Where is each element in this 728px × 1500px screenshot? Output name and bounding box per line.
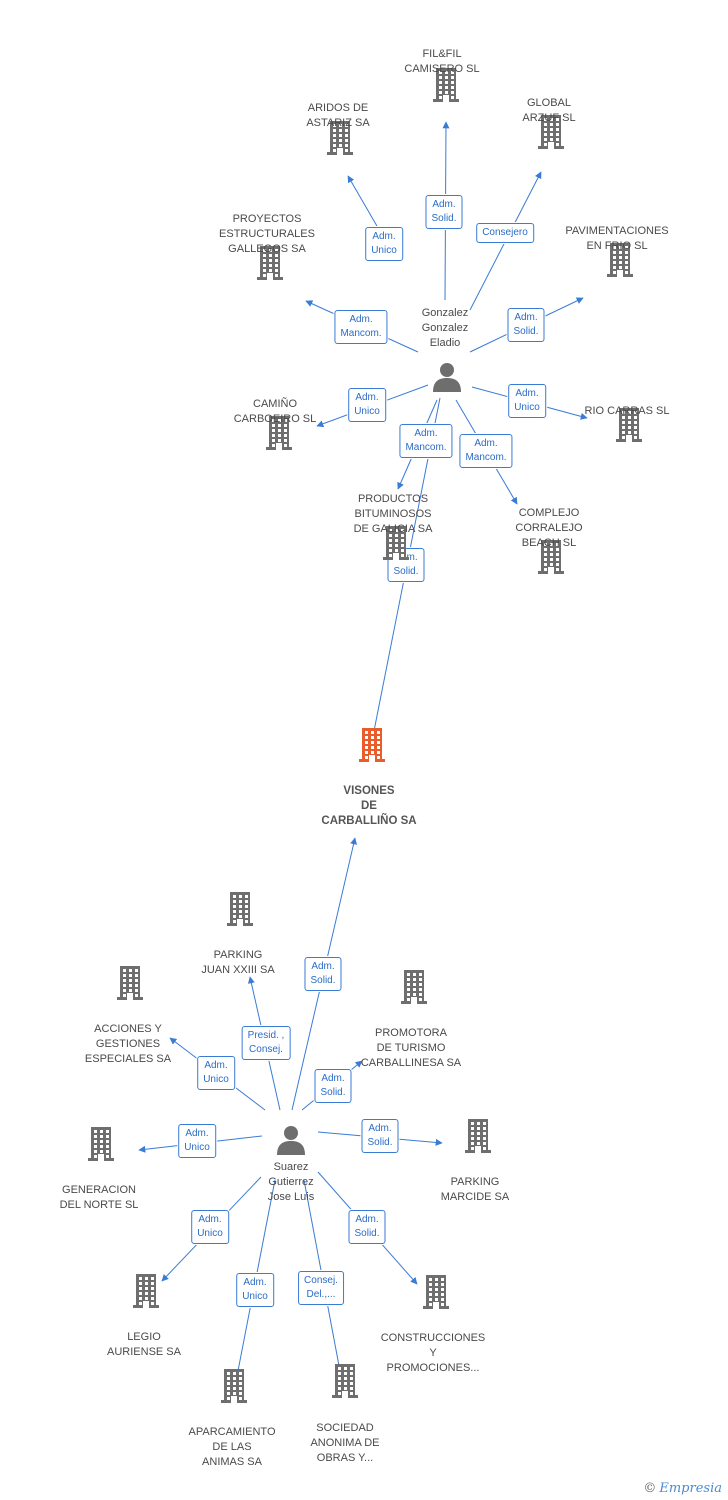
empresia-footer[interactable]: ©Empresia (643, 1481, 722, 1496)
role-label-p2-c17[interactable]: Adm. Unico (236, 1273, 274, 1307)
company-label[interactable]: GENERACION DEL NORTE SL (59, 1184, 139, 1211)
building-icon[interactable] (117, 966, 143, 1000)
empresia-logo: Empresia (659, 1481, 722, 1496)
role-label-p2-c16[interactable]: Adm. Solid. (348, 1210, 386, 1244)
role-label-p1-c2[interactable]: Adm. Unico (365, 227, 403, 261)
building-icon[interactable] (257, 246, 283, 280)
building-icon[interactable] (266, 416, 292, 450)
building-icon[interactable] (538, 540, 564, 574)
building-icon[interactable] (227, 892, 253, 926)
role-label-p1-c5[interactable]: Adm. Solid. (507, 308, 545, 342)
role-label-p2-c18[interactable]: Consej. Del.,... (298, 1271, 344, 1305)
role-label-p1-c8[interactable]: Adm. Mancom. (399, 424, 453, 458)
company-label[interactable]: CONSTRUCCIONES Y PROMOCIONES... (380, 1332, 486, 1374)
company-label[interactable]: CAMIÑO CARBOEIRO SL (233, 398, 317, 425)
building-icon[interactable] (433, 68, 459, 102)
role-label-p2-c13[interactable]: Adm. Unico (178, 1124, 216, 1158)
central-building-icon[interactable] (359, 728, 385, 762)
company-label[interactable]: PARKING MARCIDE SA (440, 1176, 510, 1203)
company-label[interactable]: PROYECTOS ESTRUCTURALES GALLEGOS SA (219, 213, 315, 255)
person-label[interactable]: Gonzalez Gonzalez Eladio (421, 307, 469, 349)
building-icon[interactable] (616, 408, 642, 442)
role-label-p2-c10[interactable]: Presid. , Consej. (241, 1026, 291, 1060)
company-label[interactable]: PRODUCTOS BITUMINOSOS DE GALICIA SA (353, 493, 433, 535)
person-icon[interactable] (276, 1125, 306, 1155)
building-icon[interactable] (332, 1364, 358, 1398)
role-label-p2-c14[interactable]: Adm. Solid. (361, 1119, 399, 1153)
role-label-p2-c12[interactable]: Adm. Solid. (314, 1069, 352, 1103)
building-icon[interactable] (327, 121, 353, 155)
role-label-p2-c15[interactable]: Adm. Unico (191, 1210, 229, 1244)
building-icon[interactable] (465, 1119, 491, 1153)
building-icon[interactable] (607, 243, 633, 277)
company-label[interactable]: PARKING JUAN XXIII SA (201, 949, 275, 976)
building-icon[interactable] (401, 970, 427, 1004)
person-icon[interactable] (432, 362, 462, 392)
company-label[interactable]: ACCIONES Y GESTIONES ESPECIALES SA (84, 1023, 172, 1065)
person-label[interactable]: Suarez Gutierrez Jose Luis (267, 1161, 315, 1203)
building-icon[interactable] (133, 1274, 159, 1308)
company-label[interactable]: LEGIO AURIENSE SA (107, 1331, 181, 1358)
company-label[interactable]: APARCAMIENTO DE LAS ANIMAS SA (188, 1426, 276, 1468)
company-label[interactable]: GLOBAL ARZUF SL (522, 97, 576, 124)
role-label-p2-visones[interactable]: Adm. Solid. (304, 957, 342, 991)
company-label[interactable]: COMPLEJO CORRALEJO BEACH SL (515, 507, 583, 549)
company-label[interactable]: PAVIMENTACIONES EN FRIO SL (565, 225, 669, 252)
copyright-icon: © (643, 1481, 657, 1496)
role-label-p1-c6[interactable]: Adm. Unico (348, 388, 386, 422)
building-icon[interactable] (221, 1369, 247, 1403)
company-label[interactable]: SOCIEDAD ANONIMA DE OBRAS Y... (310, 1422, 380, 1464)
building-icon[interactable] (538, 115, 564, 149)
company-label[interactable]: RIO CARRAS SL (584, 405, 670, 417)
role-label-p2-c11[interactable]: Adm. Unico (197, 1056, 235, 1090)
role-label-p1-c1[interactable]: Adm. Solid. (425, 195, 463, 229)
role-label-p1-c9[interactable]: Adm. Mancom. (459, 434, 513, 468)
company-label[interactable]: ARIDOS DE ASTARIZ SA (306, 102, 370, 129)
building-icon[interactable] (383, 526, 409, 560)
role-label-p1-c4[interactable]: Adm. Mancom. (334, 310, 388, 344)
company-label[interactable]: PROMOTORA DE TURISMO CARBALLINESA SA (360, 1027, 462, 1069)
building-icon[interactable] (88, 1127, 114, 1161)
building-icon[interactable] (423, 1275, 449, 1309)
company-label[interactable]: FIL&FIL CAMISERO SL (404, 48, 480, 75)
role-label-p1-c7[interactable]: Adm. Unico (508, 384, 546, 418)
role-label-p1-c3[interactable]: Consejero (476, 223, 534, 243)
central-company-label[interactable]: VISONES DE CARBALLIÑO SA (321, 785, 417, 827)
